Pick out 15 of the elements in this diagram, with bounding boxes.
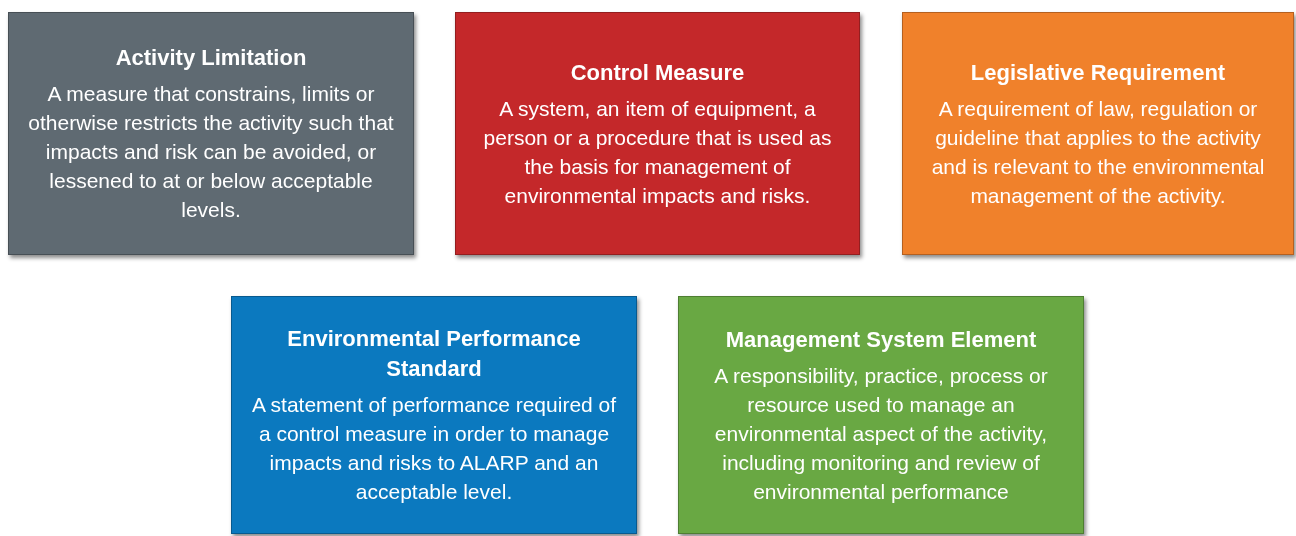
card-heading: Management System Element [725, 325, 1037, 354]
card-heading: Environmental Performance Standard [286, 325, 582, 383]
card-description: A measure that constrains, limits or otherwise restricts the activity such that impacts and risk can be avoided, or lessened to at or below acceptable levels. [27, 81, 395, 223]
definition-card [231, 296, 637, 534]
card-heading: Legislative Requirement [970, 58, 1226, 87]
card-description: A responsibility, practice, process or resource used to manage an environmental aspect of the activity, including monitoring and review of environmental performance [713, 362, 1049, 505]
card-description: A requirement of law, regulation or guideline that applies to the activity and is relevant to the environmental management of the activity. [930, 95, 1266, 209]
definition-card [902, 12, 1294, 255]
card-description: A statement of performance required of a control measure in order to manage impacts and risks to ALARP and an acceptable level. [250, 392, 618, 505]
definition-card [455, 12, 860, 255]
card-description: A system, an item of equipment, a person or a procedure that is used as the basis for management of environmental impacts and risks. [482, 95, 833, 209]
card-heading: Activity Limitation [115, 44, 307, 72]
card-heading: Control Measure [570, 58, 745, 87]
definition-card [8, 12, 414, 255]
definition-card [678, 296, 1084, 534]
